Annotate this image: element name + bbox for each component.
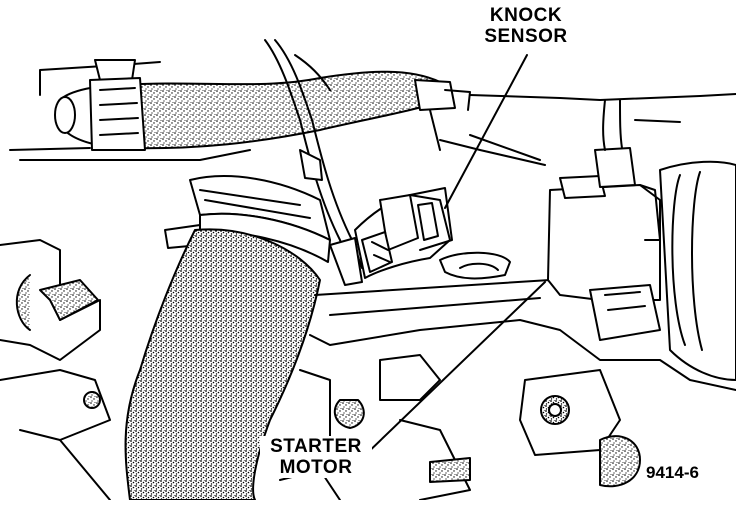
knock-sensor-label: KNOCK SENSOR xyxy=(476,5,576,47)
wire-harness xyxy=(264,39,363,286)
starter-motor xyxy=(547,99,736,381)
left-bracket xyxy=(0,239,111,501)
knock-sensor-label-line2: SENSOR xyxy=(484,26,568,47)
figure-number: 9414-6 xyxy=(646,463,699,482)
lower-hose xyxy=(124,228,321,501)
starter-motor-leader-line xyxy=(359,281,546,461)
starter-motor-label: STARTER MOTOR xyxy=(260,436,372,478)
upper-hose xyxy=(54,59,471,151)
leader-lines xyxy=(359,54,546,461)
starter-motor-label-line1: STARTER xyxy=(270,436,362,457)
engine-block-lower xyxy=(279,319,736,501)
starter-motor-label-line2: MOTOR xyxy=(279,457,353,478)
knock-sensor-label-line1: KNOCK xyxy=(489,5,563,26)
knock-sensor-leader-line xyxy=(444,54,528,209)
knock-sensor xyxy=(354,187,453,279)
